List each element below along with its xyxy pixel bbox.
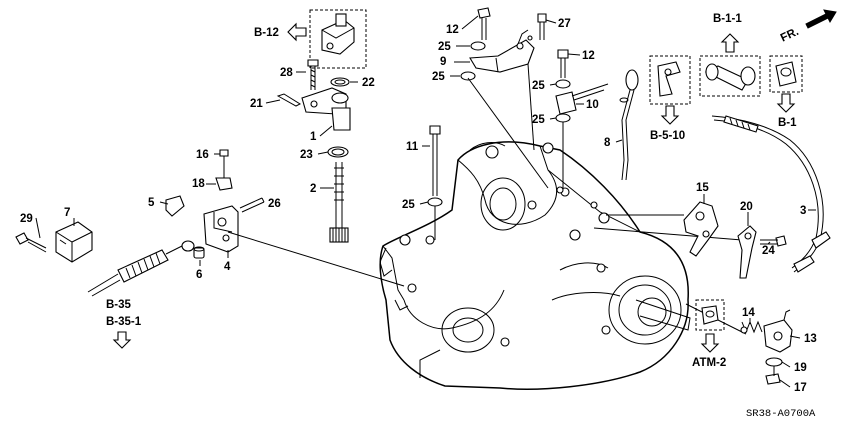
ref-b1[interactable]: B-1 (776, 93, 797, 129)
front-arrow-icon (805, 9, 837, 29)
arrow-icon (112, 331, 132, 349)
ref-b11-label: B-1-1 (713, 13, 742, 25)
part-label: 2 (310, 183, 316, 195)
part-label: 21 (250, 98, 263, 110)
front-direction: FR. (779, 9, 837, 45)
collar-6 (193, 246, 205, 259)
ref-b35-label: B-35 (106, 299, 132, 311)
part-label: 29 (20, 213, 33, 225)
ref-b11[interactable]: B-1-1 (713, 13, 742, 53)
speedometer-gear-2 (329, 162, 349, 243)
part-label: 3 (800, 205, 806, 217)
part-label: 8 (604, 137, 611, 149)
part-label: 15 (696, 182, 709, 194)
part-label: 4 (224, 261, 231, 273)
bolt-28 (307, 59, 319, 90)
arrow-icon (287, 22, 307, 42)
part-label: 20 (740, 201, 753, 213)
ref-b35[interactable]: B-35 B-35-1 (106, 299, 142, 349)
washer-19 (765, 357, 783, 367)
part-label: 25 (438, 41, 451, 53)
part-label: 25 (402, 199, 415, 211)
part-label: 27 (558, 18, 571, 30)
part-label: 10 (586, 99, 599, 111)
part-label: 28 (280, 67, 293, 79)
part-label: 25 (432, 71, 445, 83)
bracket-7 (55, 221, 93, 263)
part-label: 23 (300, 149, 313, 161)
bolt-27 (537, 13, 547, 40)
transmission-case (379, 141, 691, 390)
part-label: 19 (794, 362, 807, 374)
ref-b1-label: B-1 (778, 117, 797, 129)
pin-26 (239, 197, 265, 213)
bolt-29 (15, 232, 47, 253)
part-label: 6 (196, 269, 202, 281)
leader-lines (227, 63, 747, 335)
part-label: 14 (742, 307, 755, 319)
arrow-icon (660, 105, 680, 125)
part-labels: 29 7 5 6 4 16 18 26 28 22 21 1 23 2 12 2… (20, 18, 817, 394)
part-label: 25 (532, 80, 545, 92)
part-label: 26 (268, 198, 281, 210)
clip-5 (165, 195, 185, 217)
shift-cable-end (87, 240, 195, 297)
part-label: 12 (446, 24, 459, 36)
arrow-icon (720, 33, 740, 53)
oring-23 (327, 146, 349, 158)
part-label: 13 (804, 333, 817, 345)
spring-14 (740, 320, 763, 334)
bolt-11 (429, 125, 441, 196)
cable-3 (711, 115, 831, 273)
b510-box-part (649, 55, 691, 105)
part-label: 9 (440, 56, 446, 68)
ref-atm2-label: ATM-2 (692, 357, 726, 369)
part-label: 12 (582, 50, 595, 62)
part-label: 11 (406, 141, 419, 153)
ref-b351-label: B-35-1 (106, 316, 142, 328)
part-label: 25 (532, 114, 545, 126)
arrow-icon (700, 333, 720, 353)
arrow-icon (776, 93, 796, 113)
ref-b510-label: B-5-10 (650, 130, 685, 142)
part-label: 5 (148, 197, 155, 209)
part-label: 22 (362, 77, 375, 89)
ref-b12[interactable]: B-12 (254, 22, 307, 42)
part-label: 17 (794, 382, 807, 394)
b1-box-part (769, 55, 803, 93)
bracket-4 (203, 205, 239, 253)
part-label: 24 (762, 245, 775, 257)
atm-box (695, 299, 725, 331)
speed-sensor-box (309, 9, 367, 69)
ref-atm2[interactable]: ATM-2 (692, 333, 726, 369)
part-label: 1 (310, 131, 317, 143)
b11-box-part (699, 55, 761, 97)
ref-b510[interactable]: B-5-10 (650, 105, 685, 142)
washer-25-top (460, 41, 486, 81)
speedometer-gear-holder-1 (301, 87, 351, 131)
shift-lever-15 (683, 201, 719, 257)
diagram-code: SR38-A0700A (746, 408, 816, 420)
bolt-24 (760, 235, 787, 247)
part-label: 18 (192, 178, 205, 190)
lever-20 (737, 225, 757, 279)
sensor-13 (763, 309, 793, 353)
front-label: FR. (779, 26, 801, 45)
dipstick-8 (619, 69, 639, 181)
oring-22 (330, 77, 350, 87)
washer-25-low (427, 197, 443, 207)
ref-b12-label: B-12 (254, 27, 279, 39)
part-label: 16 (196, 149, 209, 161)
bolt-12-mid (557, 49, 569, 78)
label-leaders (35, 15, 816, 388)
sensor-10 (555, 83, 609, 115)
bolt-17 (765, 366, 781, 385)
bracket-9 (469, 29, 535, 73)
stud-16-18 (215, 149, 233, 191)
bolt-12-top (477, 7, 491, 40)
clip-21 (276, 93, 302, 107)
part-label: 7 (64, 207, 70, 219)
